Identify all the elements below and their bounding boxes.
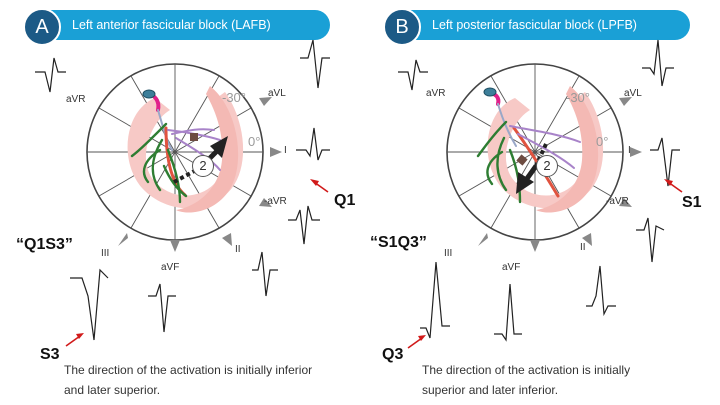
ecg-lead-i xyxy=(296,127,330,161)
axis-arrowheads xyxy=(478,97,642,252)
callout-arrows xyxy=(407,179,683,349)
lead-label-avl: aVL xyxy=(624,88,642,99)
panel-badge: B xyxy=(383,8,421,46)
ecg-neg-avr xyxy=(636,217,665,263)
hexaxial-diagram xyxy=(35,39,330,347)
pattern-label: “S1Q3” xyxy=(370,234,427,251)
degree-label-minus30: -30° xyxy=(222,90,246,105)
panel-badge: A xyxy=(23,8,61,46)
heart-shape xyxy=(487,86,604,213)
ecg-traces xyxy=(35,39,330,341)
lead-label-avr: aVR xyxy=(426,88,446,99)
sinus-node xyxy=(483,87,497,97)
lead-label-avr: aVR xyxy=(66,94,86,105)
callout-upper: Q1 xyxy=(334,192,356,209)
panel-header: A Left anterior fascicular block (LAFB) xyxy=(23,8,330,46)
ecg-lead-ii xyxy=(252,251,278,297)
lead-label-i: I xyxy=(628,145,631,156)
callout-upper: S1 xyxy=(682,194,702,211)
activation-step-number: 2 xyxy=(536,155,558,177)
ecg-lead-avf xyxy=(494,283,522,342)
block-site xyxy=(190,133,198,141)
panel-description: The direction of the activation is initi… xyxy=(422,363,631,397)
sinus-node xyxy=(142,89,156,99)
activation-arrow xyxy=(516,143,548,194)
lead-label-neg-avr: -aVR xyxy=(606,196,629,207)
ecg-avr xyxy=(35,57,66,93)
lead-label-i: I xyxy=(284,145,287,156)
degree-label-minus30: -30° xyxy=(566,90,590,105)
ecg-avl xyxy=(642,39,674,87)
ecg-lead-i xyxy=(650,137,680,187)
panel-title: Left posterior fascicular block (LPFB) xyxy=(432,18,637,32)
pattern-label: “Q1S3” xyxy=(16,236,73,253)
ecg-neg-avr xyxy=(288,205,320,245)
lead-label-avf: aVF xyxy=(161,262,180,273)
degree-label-zero: 0° xyxy=(248,134,261,149)
callout-lower: S3 xyxy=(40,346,60,363)
lead-label-iii: III xyxy=(444,248,453,259)
axis-arrowheads xyxy=(118,97,282,252)
ecg-avr xyxy=(398,59,428,91)
activation-step-number: 2 xyxy=(192,155,214,177)
degree-label-zero: 0° xyxy=(596,134,609,149)
panel-lpfb: B Left posterior fascicular block (LPFB) xyxy=(360,0,720,405)
hexaxial-diagram xyxy=(398,39,683,349)
lead-label-iii: III xyxy=(101,248,110,259)
block-site xyxy=(516,154,528,166)
ecg-lead-ii xyxy=(586,265,616,317)
panel-lafb: A Left anterior fascicular block (LAFB) xyxy=(16,8,356,397)
callout-lower: Q3 xyxy=(382,346,404,363)
lead-label-avf: aVF xyxy=(502,262,521,273)
ecg-traces xyxy=(398,39,680,342)
callout-arrows xyxy=(65,179,329,347)
ecg-lead-iii xyxy=(420,261,450,339)
panel-header: B Left posterior fascicular block (LPFB) xyxy=(383,8,690,46)
lead-label-avl: aVL xyxy=(268,88,286,99)
heart-shape xyxy=(127,86,244,213)
ecg-lead-avf xyxy=(148,283,176,333)
panel-description: The direction of the activation is initi… xyxy=(64,363,313,397)
lead-label-ii: II xyxy=(580,242,586,253)
lead-label-ii: II xyxy=(235,244,241,255)
ecg-lead-iii xyxy=(70,268,109,341)
lead-label-neg-avr: -aVR xyxy=(264,196,287,207)
panel-title: Left anterior fascicular block (LAFB) xyxy=(72,18,271,32)
ecg-avl xyxy=(300,39,330,89)
